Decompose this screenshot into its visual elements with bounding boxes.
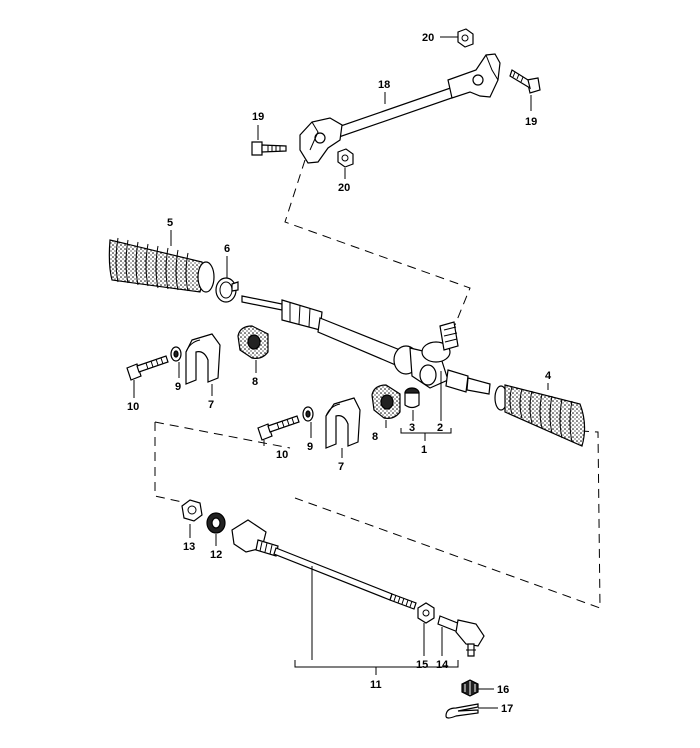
cotter-pin-17 [445, 703, 479, 719]
washer-9-upper [170, 346, 182, 362]
callout-16: 16 [497, 684, 509, 696]
washer-9-lower [302, 406, 314, 422]
callout-7-upper: 7 [208, 399, 214, 411]
nut-15 [417, 602, 435, 624]
rubber-bushing-8-upper [237, 325, 269, 359]
callout-14: 14 [436, 659, 449, 671]
callout-6: 6 [224, 243, 230, 255]
callout-3: 3 [409, 422, 415, 434]
callout-1: 1 [421, 444, 427, 456]
callout-15: 15 [416, 659, 428, 671]
callout-labels: 20 18 19 19 20 5 6 4 3 2 1 8 8 7 7 9 9 1… [127, 32, 552, 715]
callout-10-upper: 10 [127, 401, 139, 413]
lock-nut-13 [181, 499, 203, 522]
callout-19-right: 19 [525, 116, 537, 128]
callout-20-middle: 20 [338, 182, 350, 194]
tie-rod-end-14 [437, 615, 485, 657]
mounting-bracket-7-lower [325, 397, 361, 449]
callout-9-lower: 9 [307, 441, 313, 453]
castle-nut-16 [461, 679, 479, 697]
callout-5: 5 [167, 217, 173, 229]
rubber-bushing-8-lower [371, 384, 401, 419]
callout-12: 12 [210, 549, 222, 561]
tie-rod [231, 519, 417, 610]
nut-20-middle [337, 148, 354, 168]
nut-20-top [457, 28, 474, 48]
callout-10-lower: 10 [276, 449, 288, 461]
bellows-left [108, 237, 215, 293]
bellows-right [494, 384, 586, 447]
bolt-19-right [509, 69, 541, 94]
steering-rack [241, 295, 491, 395]
callout-18: 18 [378, 79, 390, 91]
steering-shaft [299, 53, 501, 164]
callout-19-left: 19 [252, 111, 264, 123]
callout-7-lower: 7 [338, 461, 344, 473]
plunger-3 [404, 387, 420, 409]
callout-20-top: 20 [422, 32, 434, 44]
callout-8-upper: 8 [252, 376, 258, 388]
callout-13: 13 [183, 541, 195, 553]
callout-2: 2 [437, 422, 443, 434]
callout-11: 11 [370, 679, 382, 691]
lock-ring-12 [206, 512, 226, 534]
mounting-bracket-7-upper [185, 333, 221, 385]
callout-8-lower: 8 [372, 431, 378, 443]
bolt-10-upper [126, 355, 169, 381]
leader-lines [133, 36, 549, 709]
assembly-dashed-lines [154, 159, 601, 609]
callout-9-upper: 9 [175, 381, 181, 393]
clamp-6 [215, 277, 239, 303]
bolt-10-lower [257, 415, 300, 441]
bolt-19-left [251, 141, 287, 156]
callout-17: 17 [501, 703, 513, 715]
callout-4: 4 [545, 370, 552, 382]
